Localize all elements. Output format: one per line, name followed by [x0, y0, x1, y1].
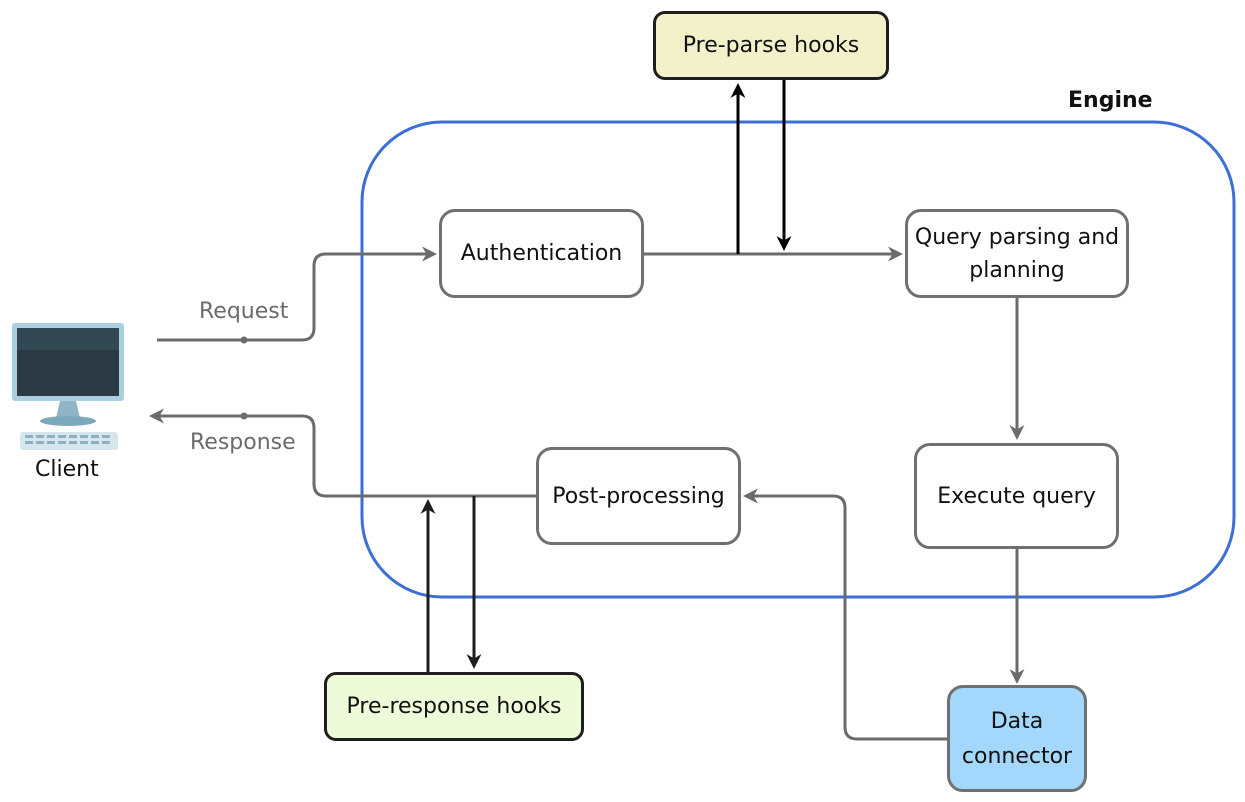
response-arrow [149, 408, 537, 498]
query-parsing-node: Query parsing and planning [905, 209, 1129, 298]
request-arrow [157, 246, 437, 342]
engine-container [360, 120, 1236, 599]
authentication-label: Authentication [460, 241, 623, 266]
pre-parse-hooks-label: Pre-parse hooks [682, 33, 860, 58]
engine-title: Engine [1068, 88, 1153, 113]
data-connector-label: Data connector [961, 708, 1073, 769]
post-processing-node: Post-processing [536, 447, 741, 545]
execute-query-label: Execute query [937, 483, 1096, 509]
pre-response-hooks-node: Pre-response hooks [324, 672, 584, 741]
response-label: Response [190, 430, 296, 455]
request-label: Request [199, 299, 289, 324]
client-label: Client [35, 457, 99, 482]
execute-query-node: Execute query [914, 443, 1119, 549]
computer-icon [12, 323, 124, 450]
authentication-node: Authentication [439, 209, 644, 298]
post-processing-label: Post-processing [552, 483, 725, 509]
query-parsing-label: Query parsing and planning [914, 224, 1120, 283]
pre-response-hooks-label: Pre-response hooks [346, 694, 562, 719]
request-dot [240, 336, 248, 344]
connector-to-postprocess-arrow [743, 488, 948, 741]
response-dot [240, 412, 248, 420]
pre-parse-hooks-node: Pre-parse hooks [653, 11, 889, 80]
data-connector-node: Data connector [947, 685, 1087, 792]
